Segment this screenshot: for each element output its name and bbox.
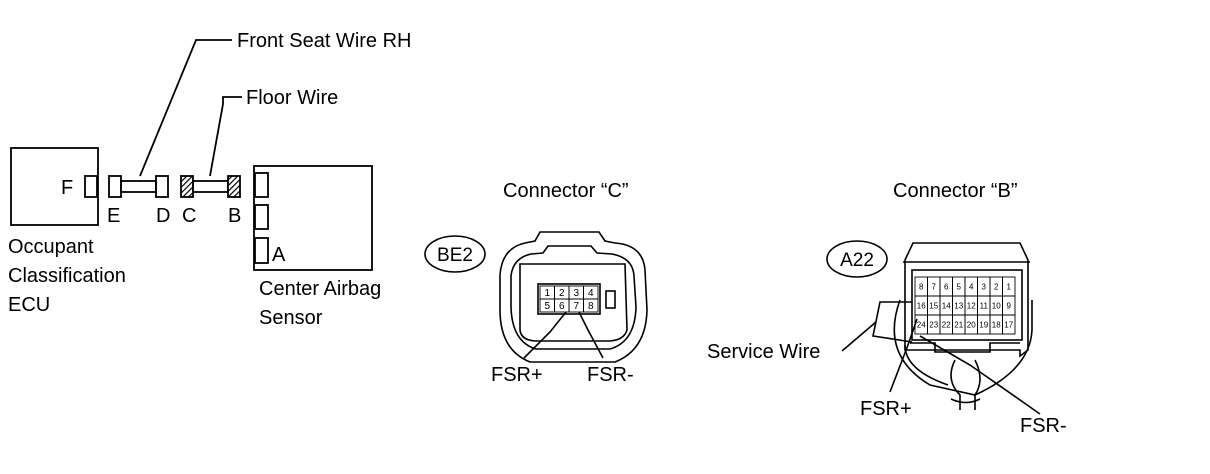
connector-b-pin-number: 8 xyxy=(919,283,924,292)
connector-b-pin-number: 3 xyxy=(982,283,987,292)
connector-b-pin-number: 23 xyxy=(929,321,938,330)
connector-b-fsr-minus-label: FSR- xyxy=(1020,415,1067,437)
connector-b-pin-number: 11 xyxy=(980,302,989,311)
connector-b-pin-number: 6 xyxy=(944,283,949,292)
connector-b-code-badge xyxy=(826,240,888,278)
connector-b-pin-number: 2 xyxy=(994,283,999,292)
connector-b-pin-number: 7 xyxy=(932,283,937,292)
center-airbag-sensor-box xyxy=(253,165,373,271)
connector-b-fsr-minus-leader xyxy=(919,335,1041,415)
sensor-terminal-1 xyxy=(254,172,269,198)
connector-b xyxy=(227,175,241,198)
connector-b-pin-number: 18 xyxy=(992,321,1001,330)
connector-c-pin-number: 5 xyxy=(544,301,550,312)
connector-b-pin-number: 16 xyxy=(917,302,926,311)
connector-c-fsr-minus-leader xyxy=(578,311,604,359)
connector-c xyxy=(180,175,194,198)
connector-c-pin-number: 8 xyxy=(588,301,594,312)
connector-c-pin-cell xyxy=(583,298,599,313)
connector-b-pin-number: 5 xyxy=(957,283,962,292)
service-wire-label: Service Wire xyxy=(707,341,820,363)
connector-b-code: A22 xyxy=(840,250,874,271)
connector-b-pin-cell xyxy=(1002,314,1016,335)
sensor-name-line2: Sensor xyxy=(259,307,323,329)
connector-d xyxy=(155,175,169,198)
sensor-terminal-a xyxy=(254,237,269,264)
connector-c-fsr-minus-label: FSR- xyxy=(587,364,634,386)
connector-c-fsr-plus-leader xyxy=(523,311,567,359)
connector-c-code-badge xyxy=(424,235,486,273)
connector-c-code: BE2 xyxy=(437,245,473,266)
connector-b-pin-number: 17 xyxy=(1004,321,1013,330)
connector-b-pin-number: 19 xyxy=(979,321,988,330)
ecu-name-line2: Classification xyxy=(8,265,126,287)
connector-e-label: E xyxy=(107,205,120,227)
connector-c-pin-number: 4 xyxy=(588,288,594,299)
floor-wire-leader xyxy=(209,96,242,177)
floor-wire-label: Floor Wire xyxy=(246,87,338,109)
connector-b-pin-number: 20 xyxy=(967,321,976,330)
sensor-name-line1: Center Airbag xyxy=(259,278,381,300)
ecu-name-line3: ECU xyxy=(8,294,50,316)
connector-b-pin-number: 10 xyxy=(992,302,1001,311)
occupant-classification-ecu-box xyxy=(10,147,99,226)
ecu-name-line1: Occupant xyxy=(8,236,94,258)
sensor-terminal-2 xyxy=(254,204,269,230)
connector-b-pin-number: 13 xyxy=(954,302,963,311)
connector-c-pin-number: 6 xyxy=(559,301,565,312)
connector-b-pin-number: 1 xyxy=(1007,283,1012,292)
connector-c-label: C xyxy=(182,205,196,227)
connector-b-fsr-plus-label: FSR+ xyxy=(860,398,912,420)
service-wire-leader xyxy=(841,321,877,352)
connector-b-pin-number: 14 xyxy=(942,302,951,311)
connector-b-pin-number: 12 xyxy=(967,302,976,311)
connector-c-fsr-plus-label: FSR+ xyxy=(491,364,543,386)
connector-b-pin-number: 21 xyxy=(954,321,963,330)
connector-b-fsr-plus-leader xyxy=(889,318,918,393)
connector-c-title: Connector “C” xyxy=(503,180,629,202)
connector-b-pin-number: 22 xyxy=(942,321,951,330)
floor-wire-segment xyxy=(192,180,229,193)
connector-b-pin-number: 24 xyxy=(917,321,926,330)
ecu-terminal-f xyxy=(84,175,98,198)
connector-b-title: Connector “B” xyxy=(893,180,1018,202)
connector-c-pin-number: 1 xyxy=(544,288,550,299)
ecu-terminal-letter: F xyxy=(61,177,73,199)
connector-c-pin-number: 2 xyxy=(559,288,565,299)
front-seat-wire-segment xyxy=(120,180,157,193)
connector-b-pin-number: 15 xyxy=(929,302,938,311)
front-seat-wire-label: Front Seat Wire RH xyxy=(237,30,411,52)
connector-b-label: B xyxy=(228,205,241,227)
connector-c-pin-number: 3 xyxy=(573,288,579,299)
front-seat-wire-leader xyxy=(139,39,232,177)
connector-e xyxy=(108,175,122,198)
connector-c-pin-number: 7 xyxy=(573,301,579,312)
connector-b-pin-number: 4 xyxy=(969,283,974,292)
connector-b-pin-number: 9 xyxy=(1007,302,1012,311)
connector-d-label: D xyxy=(156,205,170,227)
sensor-terminal-a-label: A xyxy=(272,244,286,266)
connector-c-housing xyxy=(499,231,648,363)
